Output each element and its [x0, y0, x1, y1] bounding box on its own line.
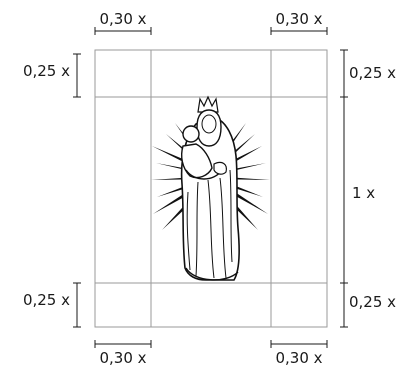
dim-right-middle [340, 96, 348, 284]
dim-label-top-left: 0,30 x [99, 10, 146, 28]
dim-label-bottom-left: 0,30 x [99, 349, 146, 367]
dim-label-right-bottom: 0,25 x [349, 293, 396, 311]
dim-left-bottom [73, 282, 81, 328]
dim-right-top [340, 49, 348, 97]
madonna-and-child-icon [151, 95, 270, 281]
dim-label-right-middle: 1 x [352, 184, 375, 202]
robe-hem [185, 267, 239, 281]
dim-label-right-top: 0,25 x [349, 64, 396, 82]
madonna-hand [213, 161, 227, 175]
dim-bottom-right [270, 340, 328, 348]
robe-folds [186, 169, 233, 279]
dim-left-top [73, 53, 81, 98]
outer-frame [94, 49, 328, 328]
child-body [181, 143, 213, 179]
dim-right-bottom [340, 283, 348, 328]
crown-shape [197, 95, 219, 113]
child-head [182, 125, 200, 143]
dim-label-left-bottom: 0,25 x [23, 291, 70, 309]
dim-label-bottom-right: 0,30 x [275, 349, 322, 367]
dim-label-top-right: 0,30 x [275, 10, 322, 28]
dim-bottom-left [94, 340, 152, 348]
dim-label-left-top: 0,25 x [23, 62, 70, 80]
dim-top-right [270, 27, 328, 35]
madonna-face [201, 114, 217, 134]
dim-top-left [94, 27, 152, 35]
